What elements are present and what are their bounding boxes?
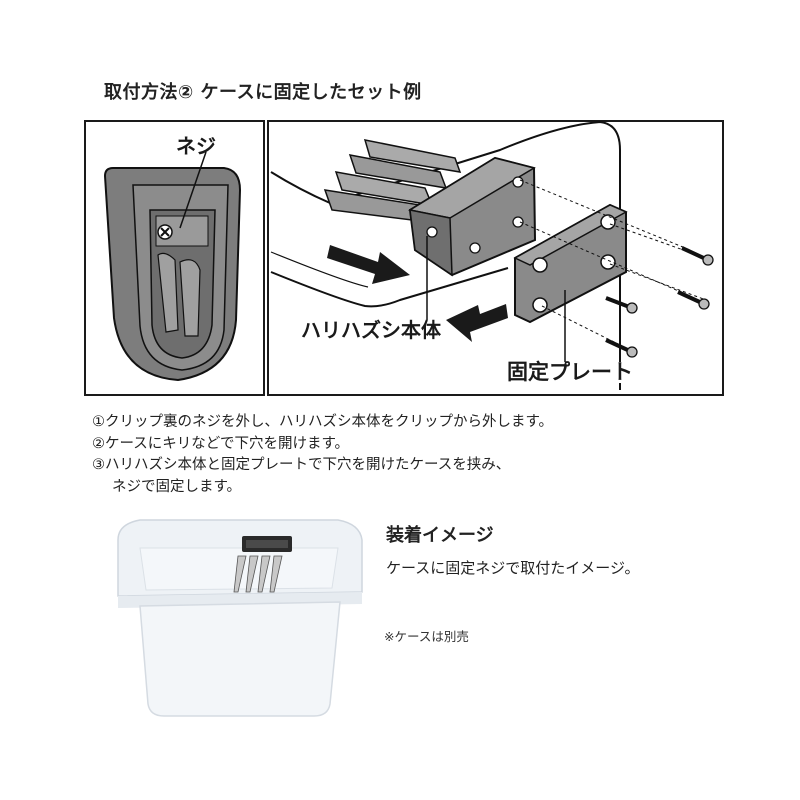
body-label: ハリハズシ本体 bbox=[298, 320, 444, 340]
plate-label: 固定プレート bbox=[504, 362, 636, 383]
instruction-steps: ①クリップ裏のネジを外し、ハリハズシ本体をクリップから外します。 ②ケースにキリ… bbox=[92, 412, 553, 498]
screw-icon bbox=[681, 246, 714, 266]
screw-icon bbox=[677, 290, 710, 310]
mount-description: ケースに固定ネジで取付たイメージ。 bbox=[386, 559, 640, 577]
mount-title: 装着イメージ bbox=[386, 525, 494, 546]
screw-label: ネジ bbox=[176, 134, 216, 158]
clip-illustration bbox=[103, 151, 242, 382]
step-1: ①クリップ裏のネジを外し、ハリハズシ本体をクリップから外します。 bbox=[92, 414, 554, 430]
page-title: 取付方法② ケースに固定したセット例 bbox=[104, 82, 422, 103]
screw-icon bbox=[157, 224, 173, 240]
step-2: ②ケースにキリなどで下穴を開けます。 bbox=[92, 435, 350, 452]
case-sold-separately-note: ※ケースは別売 bbox=[384, 629, 469, 644]
panel-divider bbox=[263, 120, 269, 396]
fixing-plate bbox=[513, 203, 628, 324]
screw-icon bbox=[605, 338, 638, 358]
needle-remover-body bbox=[323, 139, 537, 277]
step-3-continued: ネジで固定します。 bbox=[112, 478, 242, 495]
arrow-right-icon bbox=[327, 245, 410, 284]
step-3: ③ハリハズシ本体と固定プレートで下穴を開けたケースを挟み、 bbox=[92, 457, 511, 473]
case-edge bbox=[270, 120, 621, 390]
mount-image bbox=[117, 519, 363, 717]
screw-icon bbox=[605, 296, 638, 314]
arrow-left-icon bbox=[446, 304, 508, 342]
